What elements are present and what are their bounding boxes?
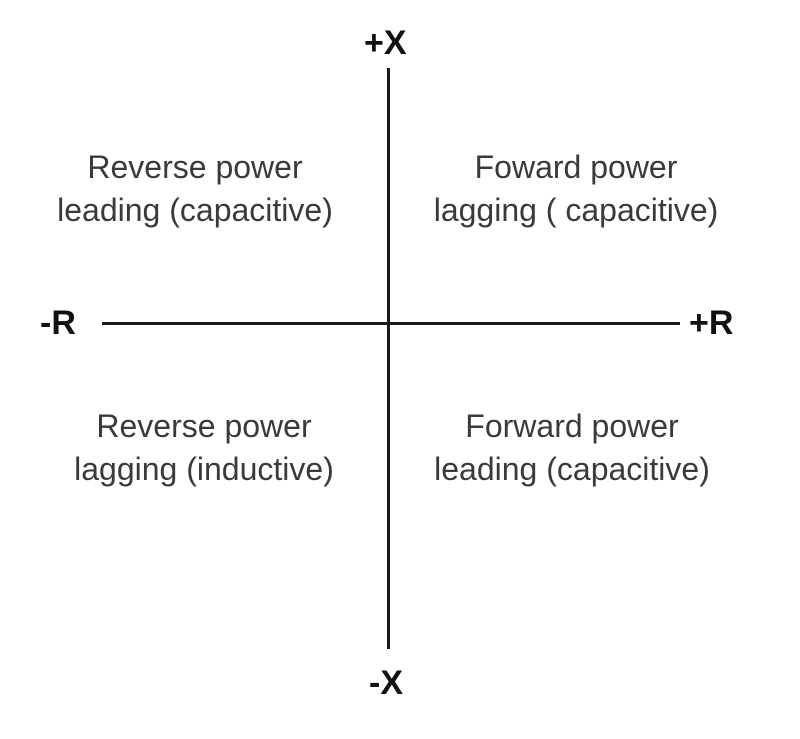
quadrant-top-left-line2: leading (capacitive) <box>57 192 333 228</box>
quadrant-bottom-right-line1: Forward power <box>465 408 679 444</box>
quadrant-top-left: Reverse power leading (capacitive) <box>20 146 370 232</box>
vertical-x-axis <box>387 68 390 649</box>
quadrant-bottom-right: Forward power leading (capacitive) <box>397 405 747 491</box>
negative-r-label: -R <box>40 304 76 342</box>
horizontal-r-axis <box>102 322 680 325</box>
quadrant-top-left-line1: Reverse power <box>87 149 303 185</box>
quadrant-bottom-left-line1: Reverse power <box>96 408 312 444</box>
quadrant-top-right: Foward power lagging ( capacitive) <box>401 146 751 232</box>
quadrant-top-right-line1: Foward power <box>474 149 678 185</box>
quadrant-bottom-left-line2: lagging (inductive) <box>74 451 334 487</box>
positive-r-label: +R <box>689 304 734 342</box>
quadrant-bottom-left: Reverse power lagging (inductive) <box>29 405 379 491</box>
negative-x-label: -X <box>369 664 403 702</box>
positive-x-label: +X <box>364 24 407 62</box>
quadrant-top-right-line2: lagging ( capacitive) <box>433 192 719 228</box>
quadrant-bottom-right-line2: leading (capacitive) <box>434 451 710 487</box>
